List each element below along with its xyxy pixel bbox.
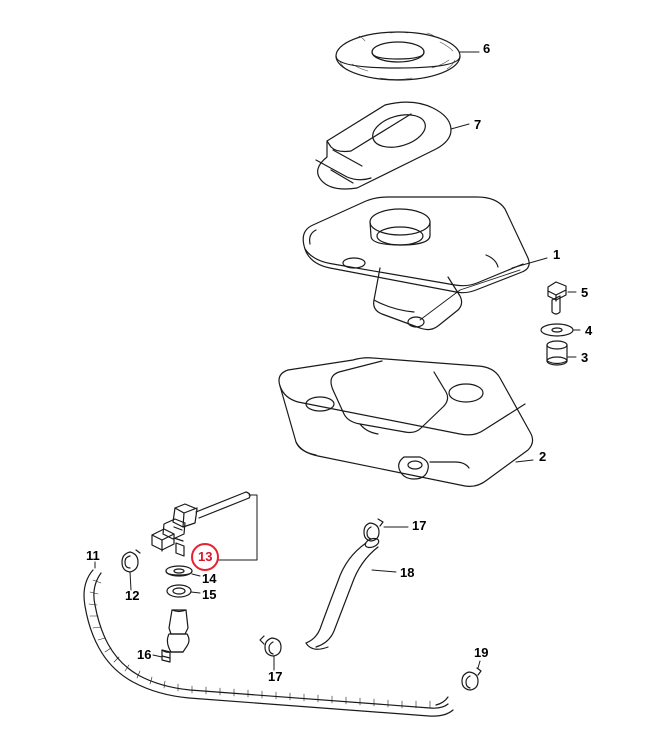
part-7-cover-plate [315, 101, 452, 190]
part-12-clip [121, 549, 141, 573]
part-19-clip [461, 667, 482, 691]
callout-12: 12 [125, 588, 140, 603]
callout-4: 4 [585, 323, 593, 338]
part-3-grommet [546, 340, 568, 366]
part-17-clamp-lower [259, 635, 282, 657]
callout-5: 5 [581, 285, 589, 300]
callout-7: 7 [474, 117, 482, 132]
part-4-washer [540, 323, 574, 337]
part-11-fuel-hose [83, 569, 454, 717]
part-14-washer [165, 565, 193, 577]
callout-15: 15 [202, 587, 217, 602]
callout-3: 3 [581, 350, 589, 365]
callout-11: 11 [86, 548, 100, 563]
callout-16: 16 [137, 647, 152, 662]
part-16-strainer [161, 609, 190, 663]
callout-17-upper: 17 [412, 518, 427, 533]
part-15-o-ring [166, 584, 192, 598]
part-18-breather-hose [305, 537, 380, 650]
highlight-circle-13 [191, 543, 219, 571]
callout-2: 2 [539, 449, 547, 464]
part-17-clamp-upper [363, 518, 384, 542]
part-5-bolt [547, 281, 567, 315]
callout-13: 13 [198, 549, 213, 564]
callout-14: 14 [202, 571, 217, 586]
part-6-foam-ring [335, 31, 461, 81]
callout-19: 19 [474, 645, 489, 660]
part-1-tank-upper [302, 196, 530, 331]
callout-17-lower: 17 [268, 669, 283, 684]
part-2-tank-lower [278, 357, 534, 487]
part-13-fuel-tap [151, 491, 251, 557]
callout-18: 18 [400, 565, 415, 580]
callout-6: 6 [483, 41, 491, 56]
callout-1: 1 [553, 247, 561, 262]
